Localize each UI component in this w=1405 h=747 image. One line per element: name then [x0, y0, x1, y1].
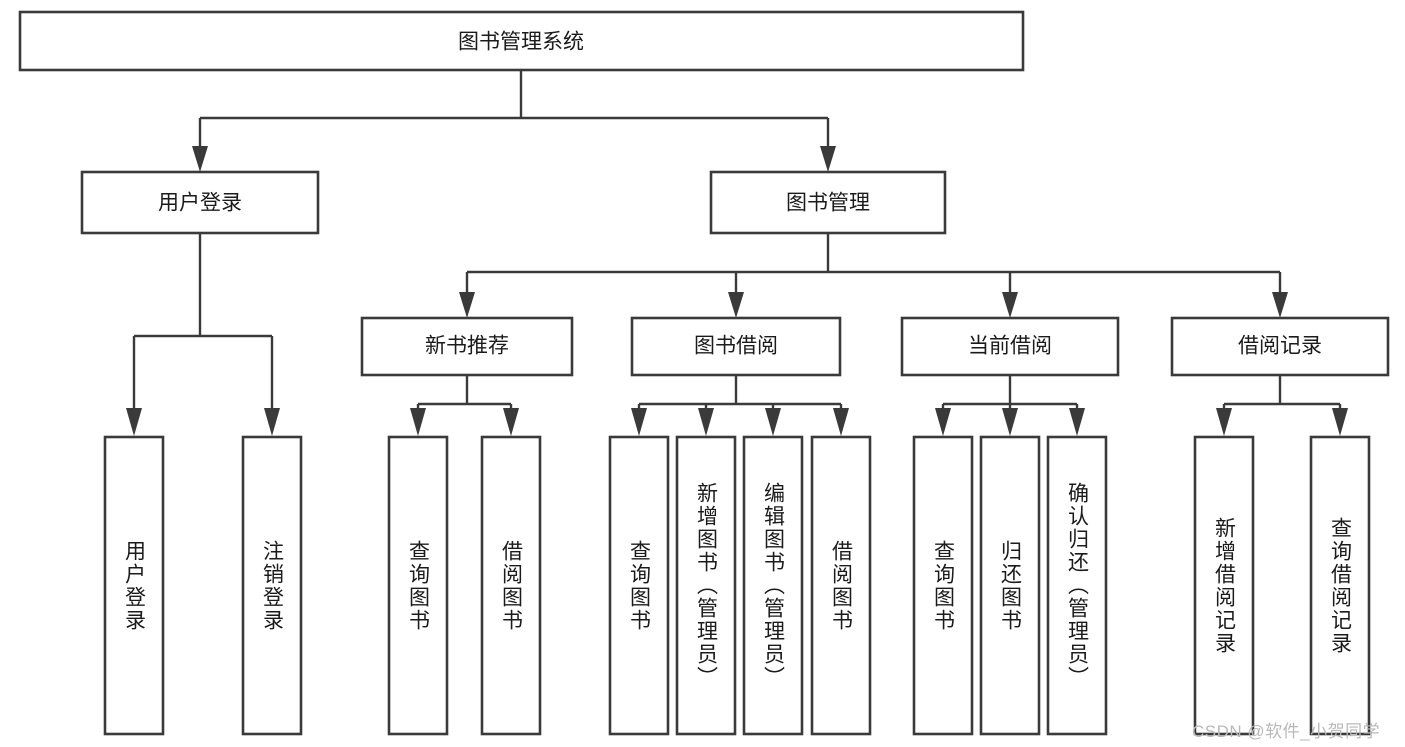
- node-current-borrow[interactable]: 当前借阅: [900, 316, 1120, 377]
- node-user-login[interactable]: 用户登录: [80, 170, 320, 235]
- connector-group-user-login-children: [126, 233, 280, 436]
- node-book-borrow-box[interactable]: [630, 316, 842, 377]
- leaf-box-user-login[interactable]: [103, 435, 165, 736]
- node-new-book-recommend[interactable]: 新书推荐: [360, 316, 574, 377]
- arrow-head-leaf-user-login: [126, 408, 142, 436]
- leaf-box-return-book[interactable]: [979, 435, 1041, 736]
- arrow-head-new-book-recommend: [459, 292, 475, 318]
- leaf-boxes-new-book-recommend: [387, 435, 542, 736]
- node-new-book-recommend-box[interactable]: [360, 316, 574, 377]
- arrow-head-leaf-borrow-book-1: [503, 408, 519, 436]
- connector-group-root-to-level2: [192, 70, 836, 172]
- arrow-head-leaf-query-record: [1332, 408, 1348, 436]
- node-borrow-record-label: 借阅记录: [1238, 335, 1322, 358]
- arrow-head-leaf-logout-login: [264, 408, 280, 436]
- arrow-head-leaf-confirm-return: [1069, 408, 1085, 436]
- leaf-boxes-borrow-record: [1193, 435, 1371, 736]
- arrow-head-leaf-borrow-book-2: [833, 408, 849, 436]
- node-current-borrow-label: 当前借阅: [968, 335, 1052, 358]
- arrow-head-book-borrow: [728, 292, 744, 318]
- leaf-box-query-book-2[interactable]: [608, 435, 670, 736]
- leaf-box-query-book-1[interactable]: [387, 435, 449, 736]
- node-book-manage-label: 图书管理: [786, 192, 870, 215]
- leaf-box-add-book[interactable]: [675, 435, 737, 736]
- connector-group-book-borrow-children: [631, 375, 849, 436]
- node-root-box[interactable]: [18, 10, 1025, 72]
- node-current-borrow-box[interactable]: [900, 316, 1120, 377]
- leaf-box-confirm-return[interactable]: [1046, 435, 1108, 736]
- arrow-head-leaf-add-book: [698, 408, 714, 436]
- arrow-head-borrow-record: [1272, 292, 1288, 318]
- connector-group-borrow-record-children: [1216, 375, 1348, 436]
- node-root-label: 图书管理系统: [458, 31, 584, 54]
- node-book-borrow-label: 图书借阅: [694, 335, 778, 358]
- arrow-head-leaf-return-book: [1002, 408, 1018, 436]
- leaf-box-query-book-3[interactable]: [912, 435, 974, 736]
- leaf-box-borrow-book-2[interactable]: [810, 435, 872, 736]
- arrow-head-leaf-query-book-2: [631, 408, 647, 436]
- node-book-manage-box[interactable]: [709, 170, 947, 235]
- arrow-head-current-borrow: [1002, 292, 1018, 318]
- leaf-boxes-book-borrow: [608, 435, 872, 736]
- node-root[interactable]: 图书管理系统: [18, 10, 1025, 72]
- leaf-boxes-current-borrow: [912, 435, 1108, 736]
- node-user-login-box[interactable]: [80, 170, 320, 235]
- arrow-head-leaf-query-book-1: [410, 408, 426, 436]
- connector-group-new-book-children: [410, 375, 519, 436]
- arrow-head-user-login: [192, 146, 208, 172]
- arrow-head-leaf-add-record: [1216, 408, 1232, 436]
- node-borrow-record-box[interactable]: [1170, 316, 1390, 377]
- node-new-book-recommend-label: 新书推荐: [425, 335, 509, 358]
- csdn-watermark: CSDN @软件_小贺同学: [1192, 722, 1381, 741]
- arrow-head-book-manage: [820, 146, 836, 172]
- node-borrow-record[interactable]: 借阅记录: [1170, 316, 1390, 377]
- leaf-box-logout-login[interactable]: [241, 435, 303, 736]
- leaf-box-add-record[interactable]: [1193, 435, 1255, 736]
- node-book-manage[interactable]: 图书管理: [709, 170, 947, 235]
- node-book-borrow[interactable]: 图书借阅: [630, 316, 842, 377]
- node-user-login-label: 用户登录: [158, 192, 242, 215]
- leaf-box-edit-book[interactable]: [742, 435, 804, 736]
- connector-group-current-borrow-children: [935, 375, 1085, 436]
- connector-group-book-manage-children: [459, 233, 1288, 318]
- leaf-box-query-record[interactable]: [1309, 435, 1371, 736]
- leaf-boxes-user-login: [103, 435, 303, 736]
- leaf-box-borrow-book-1[interactable]: [480, 435, 542, 736]
- arrow-head-leaf-edit-book: [765, 408, 781, 436]
- arrow-head-leaf-query-book-3: [935, 408, 951, 436]
